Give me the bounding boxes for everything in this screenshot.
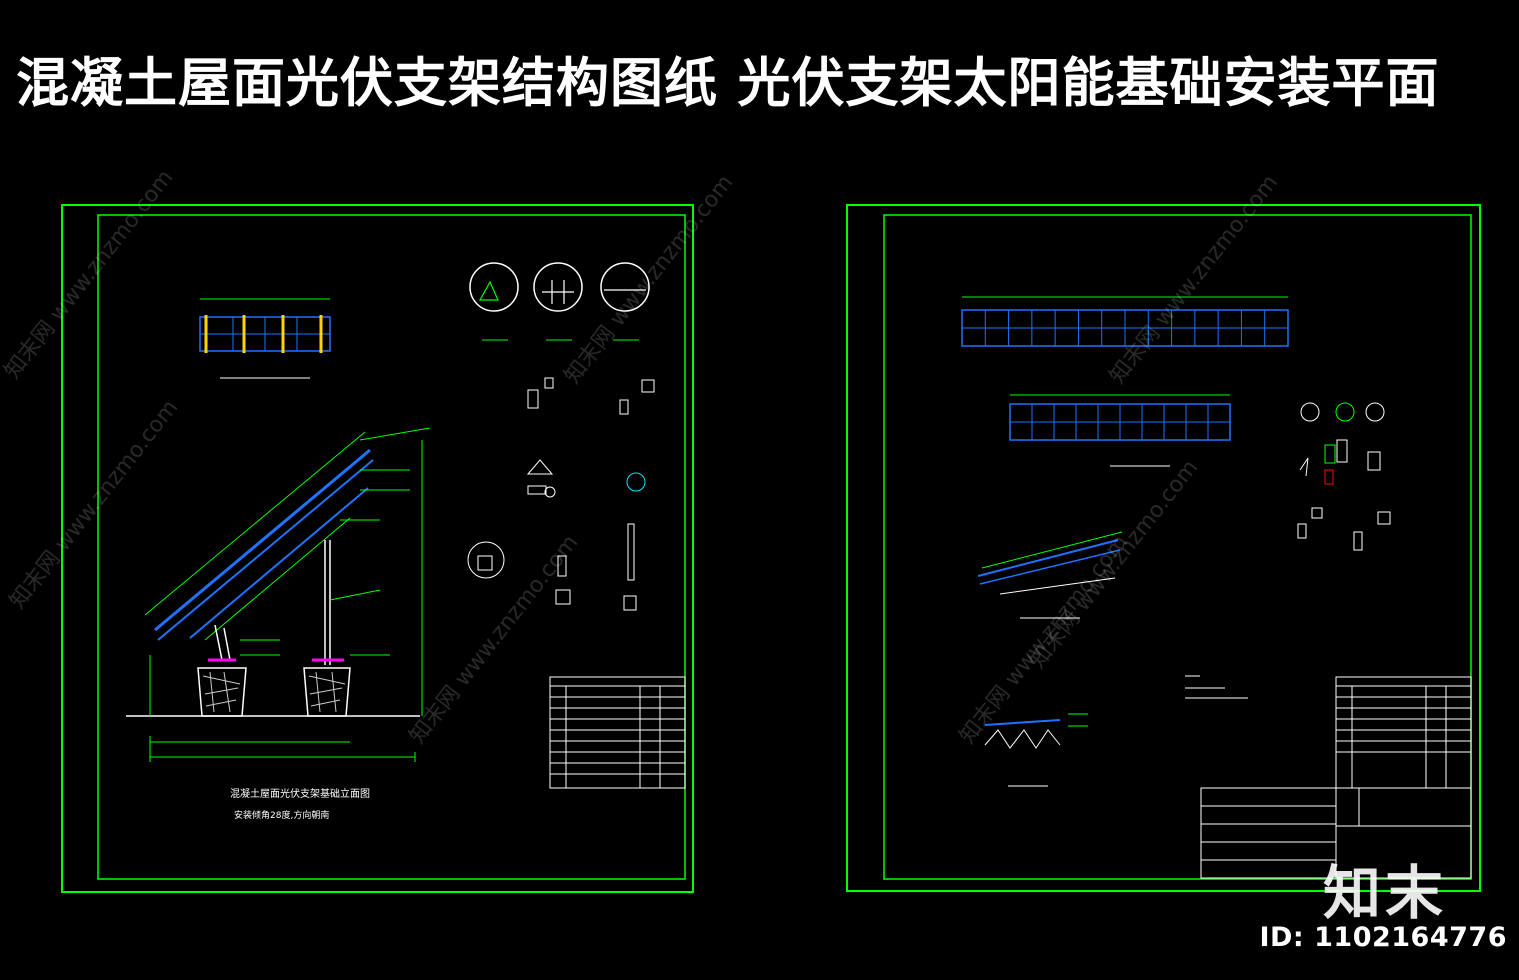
right-material-table bbox=[1335, 676, 1472, 789]
right-side-elevation bbox=[977, 531, 1123, 619]
watermark-text: 知末网 www.znzmo.com bbox=[1105, 170, 1283, 388]
right-component-details bbox=[1297, 402, 1391, 551]
page-title: 混凝土屋面光伏支架结构图纸 光伏支架太阳能基础安装平面 bbox=[16, 53, 1440, 114]
left-plan-strip bbox=[199, 298, 331, 379]
watermark-text: 知末网 www.znzmo.com bbox=[0, 165, 178, 383]
watermark-text: 知末网 www.znzmo.com bbox=[405, 530, 583, 748]
left-drawing-sheet: 混凝土屋面光伏支架基础立面图 安装倾角28度,方向朝南 bbox=[61, 204, 694, 893]
right-drawing-sheet bbox=[846, 204, 1481, 892]
right-title-block bbox=[1200, 787, 1472, 879]
left-concrete-foundations bbox=[126, 658, 420, 717]
left-component-details bbox=[467, 377, 655, 611]
watermark-text: 知末网 www.znzmo.com bbox=[955, 530, 1133, 748]
watermark-text: 知末网 www.znzmo.com bbox=[5, 395, 183, 613]
left-dimension-lines bbox=[149, 427, 431, 762]
left-sheet-inner-frame bbox=[97, 214, 686, 880]
left-sheet-outer-frame bbox=[61, 204, 694, 893]
watermark-brand-logo: 知末 bbox=[1322, 859, 1447, 927]
right-top-panel-array bbox=[961, 296, 1289, 347]
right-second-panel-array bbox=[1009, 394, 1231, 467]
right-bottom-section bbox=[984, 713, 1088, 787]
watermark-text: 知末网 www.znzmo.com bbox=[560, 170, 738, 388]
right-notes-block bbox=[1185, 675, 1248, 699]
left-elevation-panel bbox=[144, 431, 374, 665]
asset-id-label: ID: 1102164776 bbox=[1259, 922, 1507, 953]
left-detail-circles bbox=[469, 262, 650, 341]
left-material-table bbox=[549, 676, 686, 789]
right-sheet-outer-frame bbox=[846, 204, 1481, 892]
right-sheet-inner-frame bbox=[883, 214, 1472, 880]
left-sheet-caption: 混凝土屋面光伏支架基础立面图 bbox=[230, 787, 370, 800]
watermark-layer: 知末网 www.znzmo.com 知末网 www.znzmo.com 知末网 … bbox=[0, 165, 1283, 748]
left-sheet-note: 安装倾角28度,方向朝南 bbox=[234, 809, 329, 821]
